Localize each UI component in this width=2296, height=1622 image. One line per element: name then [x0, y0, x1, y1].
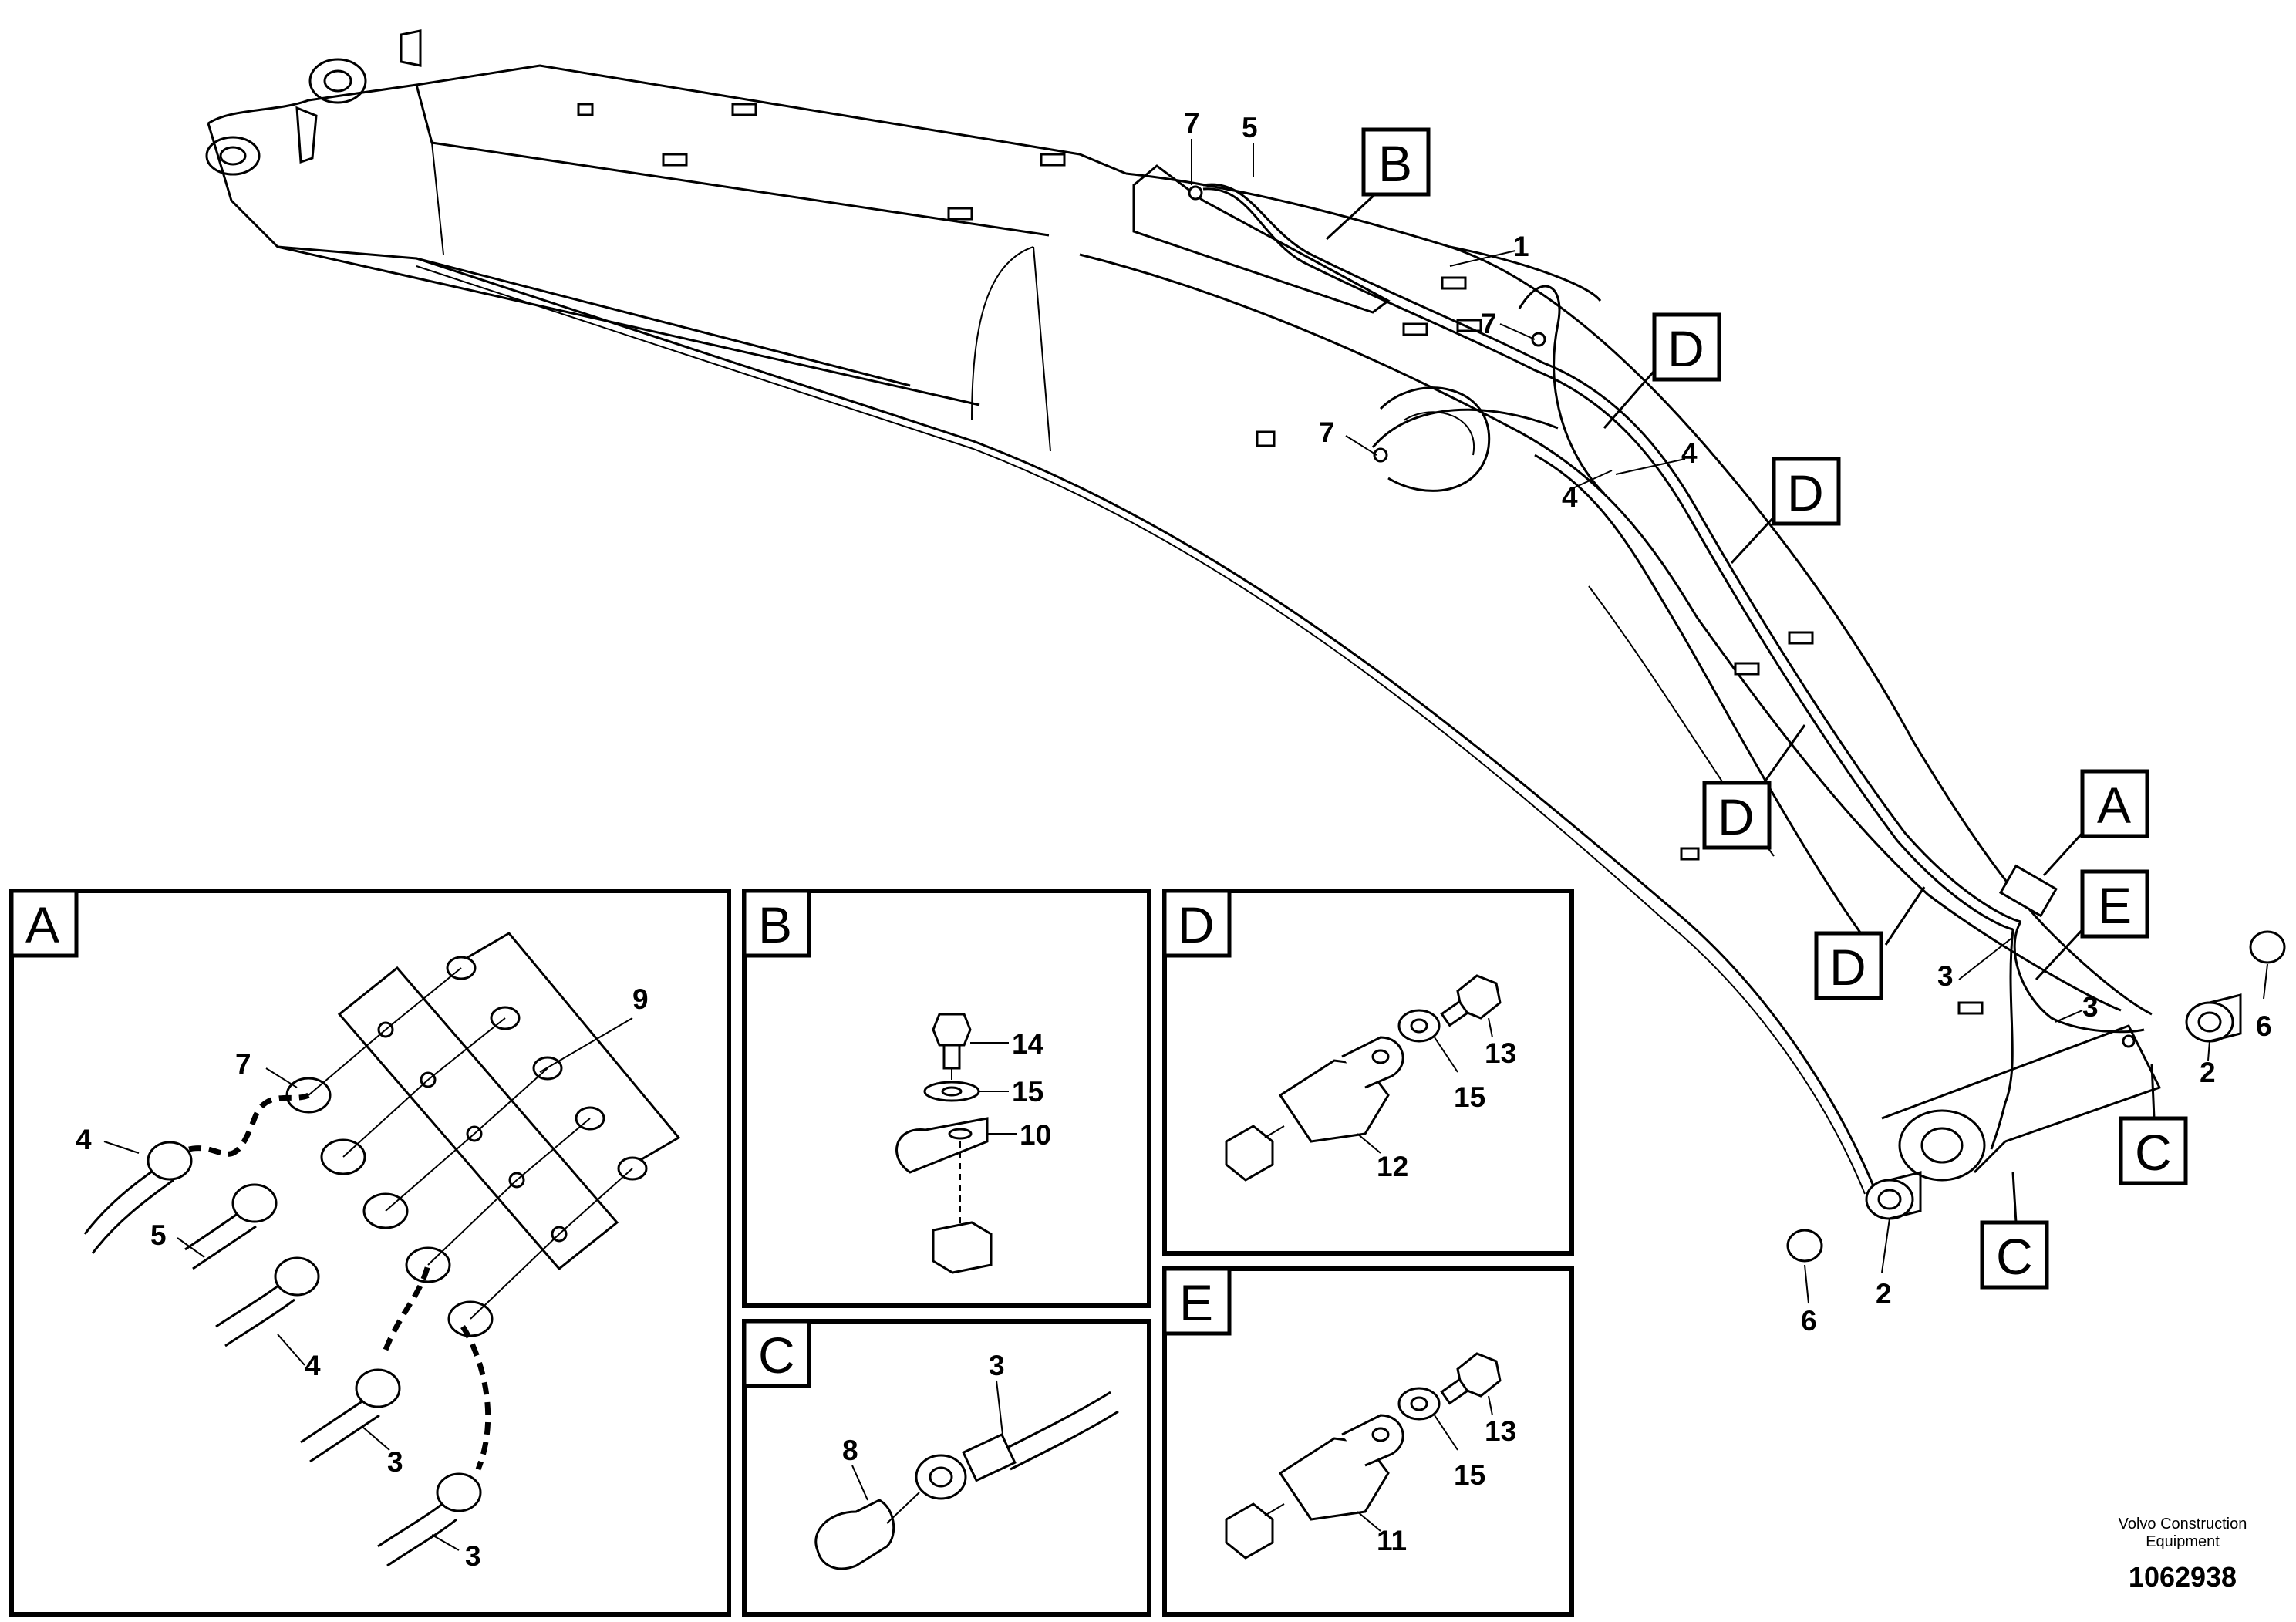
panel-B-label: B — [758, 896, 792, 953]
detail-panel-A: A — [9, 889, 731, 1617]
tag-D-4: D — [1814, 931, 1883, 1000]
detail-tags: B D D D A E D C — [1361, 127, 2188, 1290]
tag-D-1: D — [1652, 312, 1721, 382]
panel-C-callout-8: 8 — [842, 1435, 858, 1466]
svg-text:A: A — [2097, 777, 2131, 834]
document-number: 1062938 — [2129, 1561, 2237, 1593]
panel-A-callout-9: 9 — [632, 983, 649, 1015]
panel-A-label: A — [25, 896, 59, 953]
svg-text:D: D — [1667, 320, 1704, 377]
tag-E: E — [2080, 869, 2149, 939]
callout-2-left: 2 — [1876, 1278, 1892, 1310]
panel-A-callout-3-bottom: 3 — [465, 1540, 481, 1572]
main-leader-lines — [1191, 139, 2268, 1304]
detail-panel-D: D 13 15 12 — [1162, 889, 1574, 1256]
panel-C-callout-3: 3 — [989, 1350, 1005, 1381]
callout-5: 5 — [1242, 112, 1258, 143]
svg-text:D: D — [1718, 788, 1755, 845]
svg-text:D: D — [1829, 939, 1866, 996]
callout-6-left: 6 — [1801, 1305, 1817, 1337]
panel-A-callout-3-top: 3 — [387, 1446, 403, 1478]
panel-C-label: C — [758, 1327, 795, 1384]
credit-line-2: Equipment — [2146, 1533, 2220, 1550]
panel-D-callout-12: 12 — [1377, 1151, 1408, 1182]
svg-text:B: B — [1378, 135, 1412, 192]
panel-E-callout-13: 13 — [1485, 1415, 1516, 1447]
svg-text:E: E — [2098, 877, 2132, 934]
callout-3-right: 3 — [2082, 991, 2099, 1023]
tag-A: A — [2080, 769, 2149, 838]
panel-E-label: E — [1179, 1274, 1213, 1331]
panel-A-callout-5: 5 — [150, 1219, 167, 1251]
tag-D-3: D — [1702, 781, 1772, 850]
panel-D-callout-13: 13 — [1485, 1037, 1516, 1069]
panel-A-callout-4-bottom: 4 — [305, 1350, 321, 1381]
callout-1: 1 — [1513, 231, 1529, 262]
panel-E-callout-11: 11 — [1377, 1525, 1407, 1556]
main-callouts: 1 5 7 7 7 4 4 3 3 2 6 2 6 — [1184, 107, 2272, 1337]
callout-7-top: 7 — [1184, 107, 1200, 139]
footer: Volvo Construction Equipment 1062938 — [2119, 1516, 2247, 1593]
tag-D-2: D — [1772, 457, 1841, 526]
svg-text:C: C — [1996, 1228, 2033, 1285]
panel-D-label: D — [1178, 896, 1215, 953]
detail-panel-C: C 3 8 — [742, 1319, 1151, 1617]
detail-panel-B: B 14 15 10 — [742, 889, 1151, 1308]
callout-2-right: 2 — [2200, 1057, 2216, 1088]
detail-panel-E: E 13 15 11 — [1162, 1266, 1574, 1617]
panel-B-callout-10: 10 — [1020, 1119, 1051, 1151]
svg-text:D: D — [1787, 464, 1824, 521]
tag-C-lower: C — [1980, 1220, 2049, 1290]
callout-7-low: 7 — [1319, 416, 1335, 448]
panel-B-callout-14: 14 — [1012, 1028, 1044, 1060]
panel-B-callout-15: 15 — [1012, 1076, 1043, 1108]
callout-4-left: 4 — [1562, 481, 1578, 513]
callout-4-right: 4 — [1681, 437, 1698, 469]
callout-7-mid: 7 — [1481, 308, 1497, 339]
excavator-boom-drawing — [205, 29, 2286, 1263]
tag-B: B — [1361, 127, 1431, 197]
panel-A-callout-4-top: 4 — [76, 1124, 92, 1155]
panel-E-callout-15: 15 — [1454, 1459, 1485, 1491]
callout-3-left: 3 — [1937, 960, 1954, 992]
credit-line-1: Volvo Construction — [2119, 1516, 2247, 1533]
panel-D-callout-15: 15 — [1454, 1081, 1485, 1113]
panel-A-callout-7: 7 — [235, 1048, 251, 1080]
svg-text:C: C — [2135, 1124, 2172, 1181]
callout-6-right: 6 — [2256, 1010, 2272, 1042]
tag-C-right: C — [2119, 1116, 2188, 1185]
